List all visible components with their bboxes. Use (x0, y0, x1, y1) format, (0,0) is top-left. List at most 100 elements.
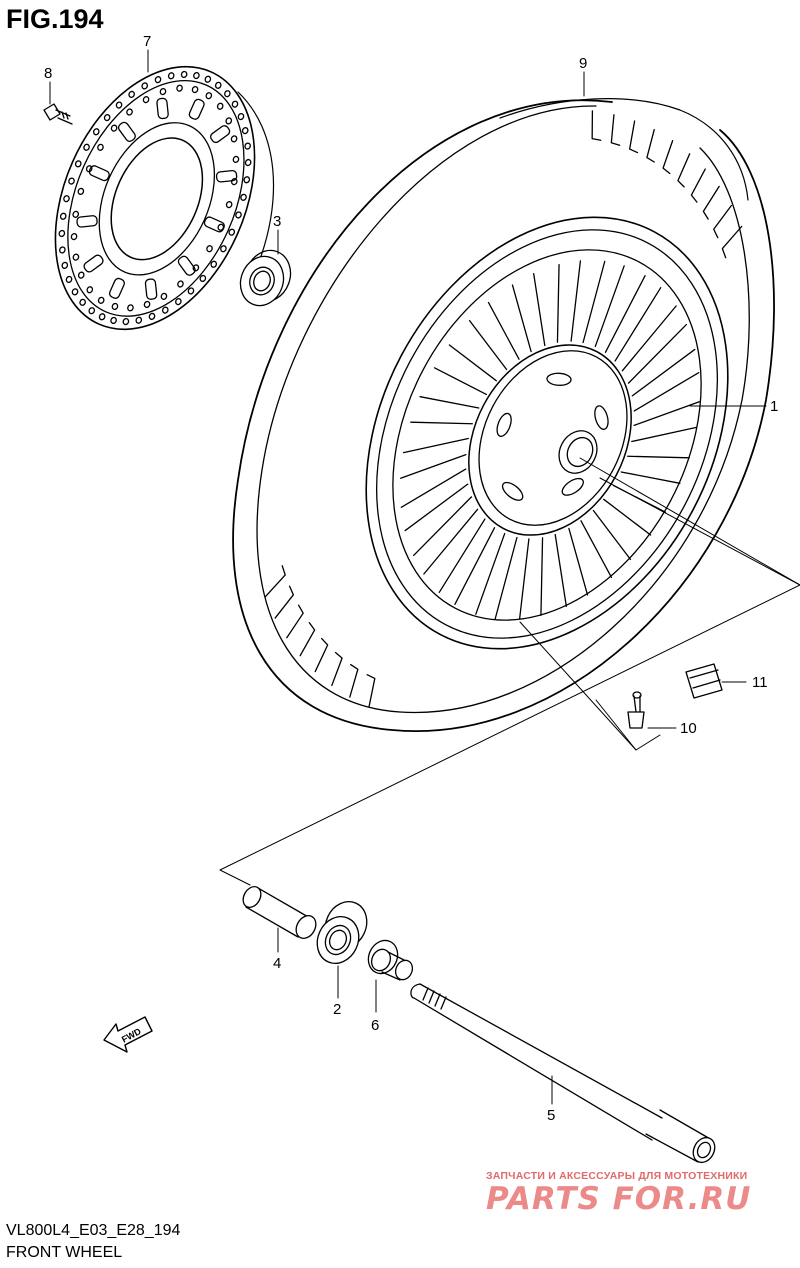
tread-block (677, 153, 691, 188)
wheel-spoke (448, 319, 508, 382)
disc-hole (103, 113, 111, 122)
disc-hole (177, 280, 184, 288)
callout-11: 11 (752, 674, 768, 691)
disc-hole (92, 128, 100, 136)
disc-hole (159, 87, 167, 96)
disc-hole (59, 246, 66, 254)
tread-block (610, 114, 621, 146)
wheel-spoke (594, 265, 646, 353)
disc-slot (215, 169, 238, 183)
disc-hole (72, 253, 80, 261)
disc-hole (220, 245, 227, 253)
disc-hole (126, 108, 133, 116)
disc-hole (68, 177, 75, 185)
wheel-spoke (402, 421, 473, 454)
disc-hole (79, 298, 86, 306)
leader-lines (49, 49, 767, 1105)
disc-hole (110, 124, 118, 132)
disc-hole (61, 261, 69, 269)
tread-block (331, 651, 343, 687)
tread-block (299, 622, 316, 657)
disc-hole (77, 271, 85, 279)
wheel-spoke (614, 287, 677, 372)
disc-hole (63, 195, 70, 203)
disc-hole (230, 135, 238, 143)
disc-hole (97, 143, 104, 151)
disc-hole (128, 90, 135, 98)
tread-block (690, 168, 706, 203)
disc-hole (193, 71, 200, 80)
callout-4: 4 (273, 955, 281, 972)
disc-hole (148, 312, 156, 320)
figure-code: VL800L4_E03_E28_194 (6, 1222, 181, 1239)
disc-hole (235, 211, 242, 219)
tread-block (286, 604, 304, 639)
disc-slot (188, 98, 205, 120)
disc-hole (225, 201, 233, 209)
disc-hole (115, 101, 123, 109)
wheel-spoke (633, 371, 700, 426)
callout-5: 5 (547, 1107, 555, 1124)
wheel-spoke (592, 498, 652, 561)
disc-hole (122, 317, 130, 326)
disc-hole (135, 316, 143, 324)
callout-6: 6 (371, 1017, 379, 1034)
disc-hole (230, 178, 238, 186)
disc-hole (243, 176, 251, 184)
disc-hole (225, 117, 233, 125)
wheel-spoke (627, 426, 698, 459)
disc-hole (110, 316, 117, 325)
tread-block (662, 139, 674, 175)
bolt (43, 103, 73, 125)
disc-hole (180, 70, 188, 79)
disc-hole (83, 143, 90, 151)
disc-slot (177, 255, 196, 276)
disc-hole (58, 229, 66, 238)
collar (367, 939, 414, 981)
hub-hole (501, 481, 524, 501)
figure-caption: FRONT WHEEL (6, 1244, 123, 1261)
watermark-brand: PARTS FOR.RU (486, 1181, 752, 1217)
disc-hole (167, 72, 175, 80)
disc-slot (108, 277, 125, 299)
tread-block (628, 120, 639, 154)
wheel-spoke (419, 367, 487, 409)
wheel-spoke (570, 260, 606, 344)
callout-7: 7 (143, 33, 151, 50)
spacer (242, 886, 317, 939)
wheel-spoke (404, 483, 473, 557)
valve-cap (685, 663, 723, 699)
tread-block (713, 204, 733, 239)
wheel-spoke (613, 471, 681, 513)
forward-arrow (103, 1016, 153, 1053)
disc-hole (244, 158, 252, 167)
disc-hole (141, 82, 149, 90)
disc-hole (71, 288, 79, 296)
disc-hole (214, 81, 222, 89)
callout-3: 3 (273, 213, 281, 230)
disc-hole (205, 92, 213, 100)
disc-slot (76, 215, 98, 228)
wheel-spoke (423, 508, 486, 593)
disc-slot (117, 121, 136, 142)
disc-hole (65, 275, 73, 284)
disc-hole (59, 212, 67, 220)
wheel-spoke (454, 527, 506, 615)
disc-hole (191, 85, 199, 94)
disc-hole (154, 76, 162, 84)
disc-hole (204, 75, 212, 83)
tire (232, 98, 775, 733)
wheel-spoke (568, 520, 613, 596)
wheel-spoke (627, 323, 696, 397)
disc-hole (72, 210, 80, 218)
disc-hole (224, 90, 231, 98)
disc-hole (240, 193, 247, 201)
disc-hole (143, 300, 151, 309)
wheel-spoke (487, 284, 532, 360)
disc-hole (231, 100, 239, 108)
disc-hole (161, 306, 169, 314)
disc-hole (111, 302, 119, 311)
hub-hole (546, 372, 572, 386)
bearing-2 (316, 901, 368, 964)
callout-2: 2 (333, 1001, 341, 1018)
